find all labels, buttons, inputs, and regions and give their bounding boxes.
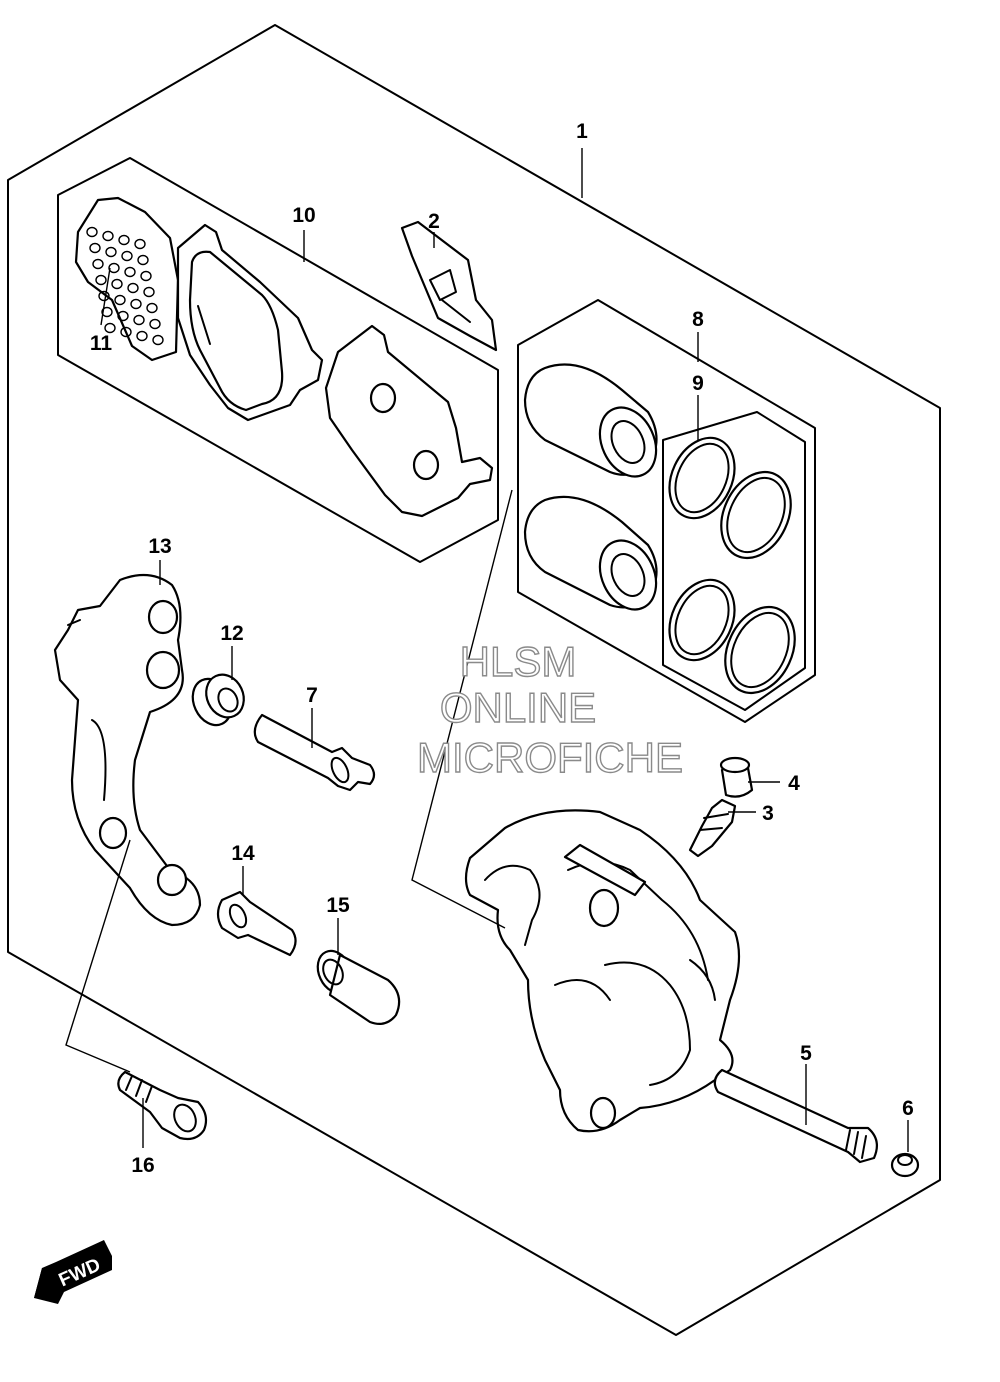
- callout-7: 7: [306, 684, 318, 707]
- bracket-bolt: [117, 1070, 208, 1141]
- pin-boot: [191, 673, 245, 727]
- shim-hole: [118, 234, 130, 246]
- callout-16: 16: [131, 1154, 154, 1177]
- brake-pad-front: [176, 223, 324, 422]
- callout-11: 11: [90, 332, 113, 355]
- shim-hole: [108, 262, 120, 274]
- callout-15: 15: [326, 894, 350, 917]
- caliper-bolt: [216, 890, 297, 957]
- watermark-line-1: HLSM: [460, 638, 577, 685]
- caliper-body: [464, 809, 741, 1133]
- shim-hole: [102, 230, 114, 242]
- shim-hole: [111, 278, 123, 290]
- piston-lower: [523, 495, 658, 611]
- callout-14: 14: [231, 842, 255, 865]
- shim-hole: [104, 322, 116, 334]
- shim-hole: [98, 290, 110, 302]
- watermark: HLSM ONLINE MICROFICHE: [416, 637, 683, 781]
- shim-hole: [140, 270, 152, 282]
- shim-hole: [136, 330, 148, 342]
- shim-hole: [152, 334, 164, 346]
- callout-2: 2: [428, 210, 440, 233]
- assembly-outline: [7, 24, 941, 1336]
- shim-hole: [130, 298, 142, 310]
- seal-group-outline: [662, 411, 806, 711]
- callout-9: 9: [692, 372, 704, 395]
- callout-13: 13: [148, 535, 171, 558]
- shim-hole: [133, 314, 145, 326]
- watermark-line-2: ONLINE: [440, 684, 596, 731]
- callout-6: 6: [902, 1097, 914, 1120]
- shim-hole: [124, 266, 136, 278]
- shim-hole: [92, 258, 104, 270]
- pad-spring: [400, 220, 498, 352]
- shim-hole: [143, 286, 155, 298]
- shim-hole: [146, 302, 158, 314]
- pad-shim: [74, 196, 180, 362]
- shim-hole: [149, 318, 161, 330]
- bleeder-valve: [688, 798, 737, 858]
- shim-hole: [127, 282, 139, 294]
- piston-seals: [668, 436, 796, 695]
- callout-8: 8: [692, 308, 704, 331]
- shim-hole: [137, 254, 149, 266]
- callout-3: 3: [762, 802, 774, 825]
- brake-pad-rear: [324, 324, 494, 518]
- shim-hole: [121, 250, 133, 262]
- fwd-direction-badge: FWD: [34, 1240, 112, 1304]
- shim-hole: [95, 274, 107, 286]
- shim-hole: [114, 294, 126, 306]
- shim-hole: [117, 310, 129, 322]
- shim-hole: [105, 246, 117, 258]
- long-slide-pin: [713, 1068, 879, 1164]
- bracket-pin: [316, 949, 401, 1025]
- callout-10: 10: [292, 204, 315, 227]
- fwd-arrow-icon: [34, 1268, 56, 1298]
- piston-group-outline: [517, 299, 816, 723]
- callout-4: 4: [788, 772, 800, 795]
- caliper-bracket: [53, 573, 202, 927]
- callout-labels: 1 2 3 4 5 6 7 8 9 10 11 12 13 14 15 16: [90, 120, 914, 1177]
- leader-lines: [65, 148, 909, 1152]
- slide-pin: [253, 713, 376, 792]
- callout-1: 1: [576, 120, 588, 143]
- callout-5: 5: [800, 1042, 812, 1065]
- callout-12: 12: [220, 622, 243, 645]
- pin-plug: [890, 1152, 920, 1178]
- shim-hole: [120, 326, 132, 338]
- shim-hole: [89, 242, 101, 254]
- bleeder-cap: [719, 756, 754, 798]
- shim-hole: [134, 238, 146, 250]
- shim-hole: [86, 226, 98, 238]
- watermark-line-3: MICROFICHE: [417, 734, 683, 781]
- shim-hole: [101, 306, 113, 318]
- pad-group-outline: [57, 157, 499, 563]
- piston-upper: [523, 363, 658, 478]
